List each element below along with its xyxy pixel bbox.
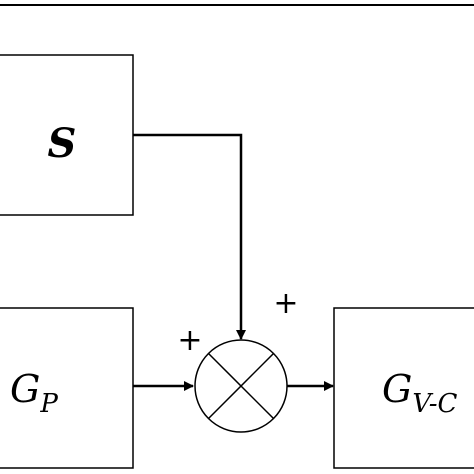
block-gp-sub: P <box>39 389 58 419</box>
block-gvc-sub: V-C <box>412 389 457 419</box>
block-gvc: GV-C <box>333 307 474 469</box>
block-gvc-box <box>333 307 474 469</box>
block-gp-label: GP <box>10 367 58 419</box>
summing-junction-cross-b <box>207 352 275 420</box>
block-gvc-main: G <box>382 367 412 411</box>
plus-sign-left-input: + <box>177 323 202 358</box>
block-gp-box <box>0 307 134 469</box>
arrow-s-to-junction <box>133 133 246 340</box>
block-s-box <box>0 54 134 216</box>
block-gp: GP <box>0 307 134 469</box>
block-gp-main: G <box>10 367 40 411</box>
block-s: S <box>0 54 134 216</box>
block-s-label: S <box>48 120 77 167</box>
block-gvc-label: GV-C <box>382 367 458 419</box>
summing-junction <box>194 339 288 433</box>
plus-sign-top-input: + <box>273 286 298 321</box>
